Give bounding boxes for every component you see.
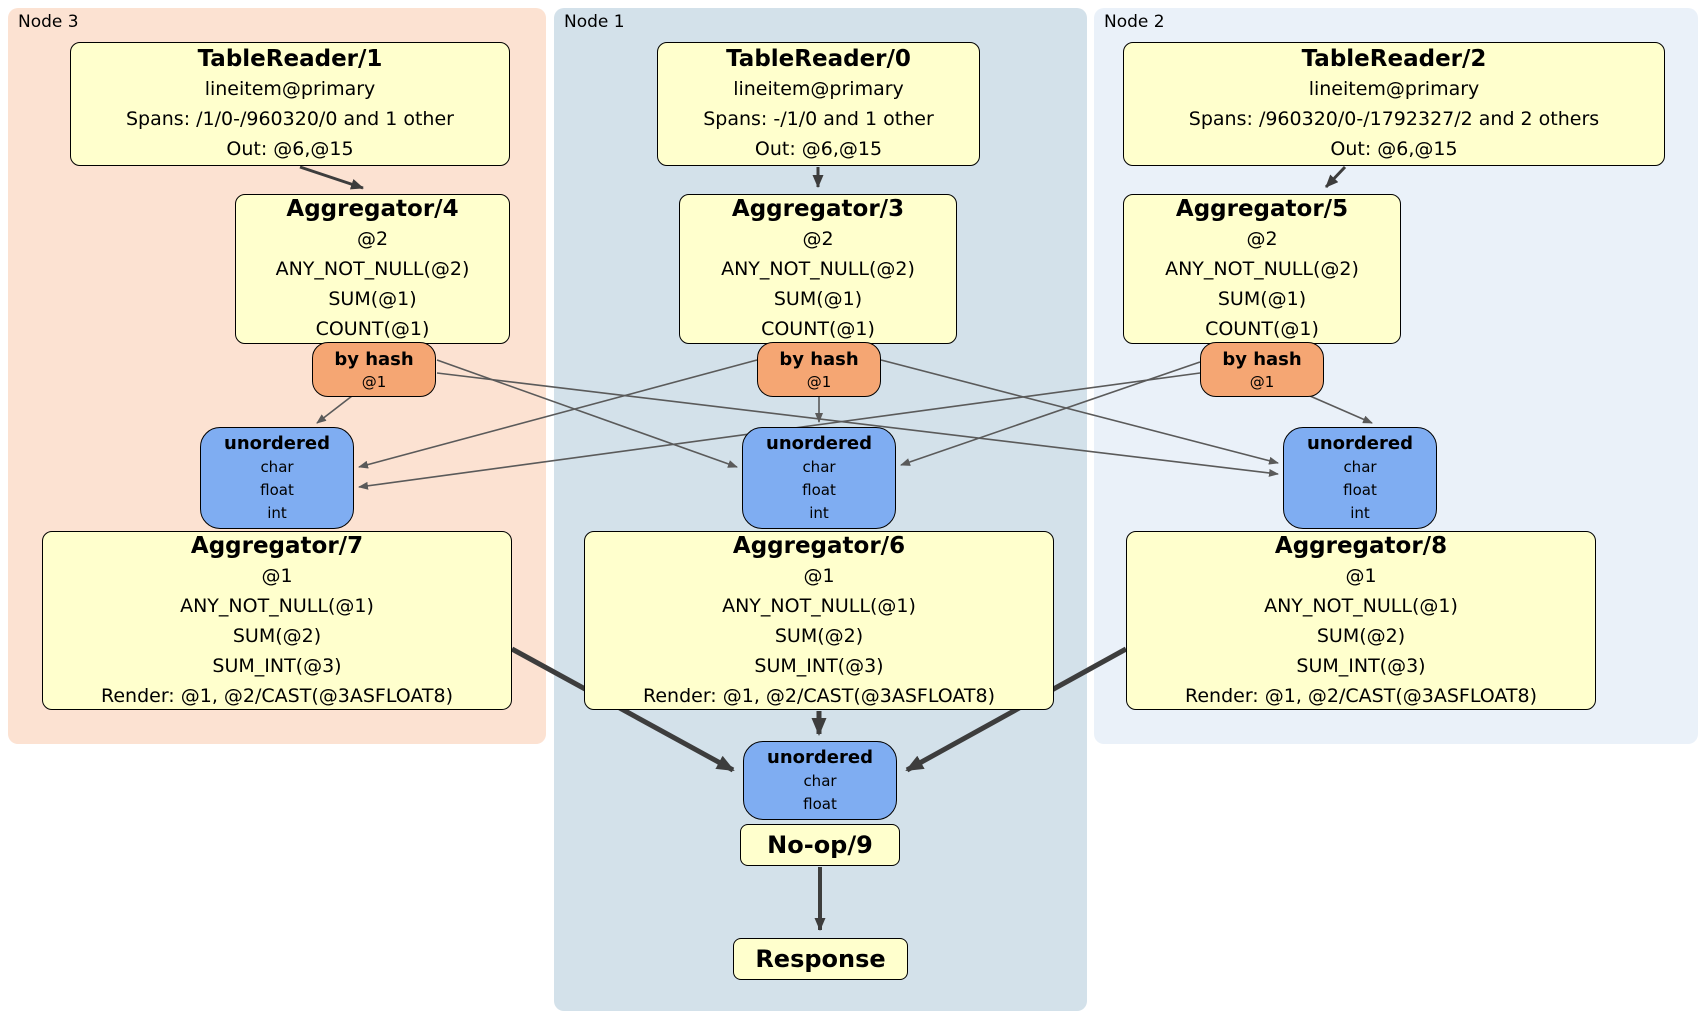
processor-title: Aggregator/4 (286, 196, 459, 222)
node-panel-3-label: Node 3 (18, 12, 79, 32)
processor-detail: Spans: -/1/0 and 1 other (703, 108, 934, 130)
processor-detail: ANY_NOT_NULL(@2) (721, 258, 915, 280)
processor-title: Aggregator/7 (190, 532, 364, 559)
sync-column: int (1350, 504, 1370, 522)
processor-detail: COUNT(@1) (315, 318, 430, 340)
processor-detail: @2 (356, 228, 389, 250)
processor-tablereader-0: TableReader/0 lineitem@primary Spans: -/… (657, 42, 980, 166)
sync-unordered-6: unordered char float int (742, 427, 896, 529)
processor-response: Response (733, 938, 908, 980)
processor-detail: SUM(@2) (232, 624, 322, 647)
processor-detail: Out: @6,@15 (754, 138, 883, 160)
processor-detail: Out: @6,@15 (226, 138, 354, 160)
processor-aggregator-5: Aggregator/5 @2 ANY_NOT_NULL(@2) SUM(@1)… (1123, 194, 1401, 344)
router-title: by hash (334, 348, 414, 370)
edge-hash5-sync8 (1309, 395, 1373, 424)
router-by-hash-3: by hash @1 (757, 342, 881, 397)
processor-detail: ANY_NOT_NULL(@2) (275, 258, 470, 280)
sync-column: float (1343, 481, 1377, 499)
processor-detail: Spans: /1/0-/960320/0 and 1 other (126, 108, 454, 130)
processor-detail: @2 (1246, 228, 1278, 250)
sync-column: float (260, 481, 294, 499)
sync-title: unordered (1307, 433, 1413, 454)
processor-detail: @1 (1345, 564, 1377, 587)
processor-detail: Out: @6,@15 (1330, 138, 1458, 160)
processor-title: Response (755, 945, 886, 973)
processor-detail: SUM(@1) (1217, 288, 1307, 310)
processor-aggregator-7: Aggregator/7 @1 ANY_NOT_NULL(@1) SUM(@2)… (42, 531, 512, 710)
processor-detail: Render: @1, @2/CAST(@3ASFLOAT8) (101, 684, 453, 707)
edge-hash5-sync6 (900, 361, 1201, 466)
processor-detail: @1 (803, 564, 835, 587)
router-detail: @1 (1249, 372, 1275, 391)
processor-detail: lineitem@primary (1308, 78, 1480, 100)
processor-title: No-op/9 (767, 831, 873, 859)
sync-column: int (267, 504, 287, 522)
sync-unordered-9: unordered char float (743, 741, 897, 820)
sync-unordered-8: unordered char float int (1283, 427, 1437, 529)
processor-aggregator-8: Aggregator/8 @1 ANY_NOT_NULL(@1) SUM(@2)… (1126, 531, 1596, 710)
processor-title: TableReader/1 (197, 46, 383, 72)
processor-detail: SUM(@2) (774, 624, 864, 647)
sync-column: char (260, 458, 294, 476)
processor-detail: Spans: /960320/0-/1792327/2 and 2 others (1188, 108, 1600, 130)
sync-title: unordered (224, 433, 330, 454)
sync-column: int (809, 504, 829, 522)
processor-detail: lineitem@primary (733, 78, 904, 100)
processor-aggregator-6: Aggregator/6 @1 ANY_NOT_NULL(@1) SUM(@2)… (584, 531, 1054, 710)
processor-title: Aggregator/8 (1274, 532, 1448, 559)
processor-detail: Render: @1, @2/CAST(@3ASFLOAT8) (1185, 684, 1537, 707)
sync-unordered-7: unordered char float int (200, 427, 354, 529)
edge-hash4-sync8 (436, 372, 1279, 477)
processor-detail: ANY_NOT_NULL(@1) (1264, 594, 1458, 617)
node-panel-1-label: Node 1 (564, 12, 625, 32)
sync-title: unordered (767, 747, 873, 768)
sync-title: unordered (766, 433, 872, 454)
edge-tablereader2-aggregator5 (1324, 165, 1347, 189)
processor-title: Aggregator/6 (732, 532, 906, 559)
sync-column: float (802, 481, 836, 499)
processor-detail: COUNT(@1) (1205, 318, 1319, 340)
processor-title: Aggregator/3 (731, 196, 905, 222)
processor-title: Aggregator/5 (1175, 196, 1349, 222)
processor-title: TableReader/2 (1301, 46, 1487, 72)
processor-detail: ANY_NOT_NULL(@2) (1165, 258, 1359, 280)
processor-noop-9: No-op/9 (740, 824, 900, 866)
processor-detail: SUM_INT(@3) (754, 654, 884, 677)
processor-detail: SUM(@1) (328, 288, 417, 310)
node-panel-2-label: Node 2 (1104, 12, 1165, 32)
processor-detail: SUM_INT(@3) (212, 654, 342, 677)
processor-tablereader-1: TableReader/1 lineitem@primary Spans: /1… (70, 42, 510, 166)
processor-detail: SUM_INT(@3) (1296, 654, 1426, 677)
edge-tablereader1-aggregator4 (299, 165, 364, 190)
sync-column: char (802, 458, 836, 476)
processor-aggregator-3: Aggregator/3 @2 ANY_NOT_NULL(@2) SUM(@1)… (679, 194, 957, 344)
processor-detail: lineitem@primary (204, 78, 376, 100)
processor-detail: SUM(@2) (1316, 624, 1406, 647)
processor-aggregator-4: Aggregator/4 @2 ANY_NOT_NULL(@2) SUM(@1)… (235, 194, 510, 344)
router-by-hash-4: by hash @1 (312, 342, 436, 397)
processor-title: TableReader/0 (726, 46, 911, 72)
processor-tablereader-2: TableReader/2 lineitem@primary Spans: /9… (1123, 42, 1665, 166)
processor-detail: SUM(@1) (773, 288, 863, 310)
processor-detail: @1 (261, 564, 293, 587)
edge-hash4-sync7 (316, 395, 353, 424)
edge-hash3-sync8 (880, 359, 1279, 465)
router-title: by hash (1222, 348, 1302, 370)
sync-column: char (1343, 458, 1377, 476)
sync-column: float (803, 795, 837, 813)
router-detail: @1 (361, 372, 387, 391)
processor-detail: COUNT(@1) (761, 318, 875, 340)
sync-column: char (803, 772, 837, 790)
edge-hash3-sync7 (358, 359, 758, 469)
processor-detail: ANY_NOT_NULL(@1) (180, 594, 374, 617)
processor-detail: Render: @1, @2/CAST(@3ASFLOAT8) (643, 684, 995, 707)
router-by-hash-5: by hash @1 (1200, 342, 1324, 397)
edge-hash4-sync6 (436, 359, 738, 468)
processor-detail: ANY_NOT_NULL(@1) (722, 594, 916, 617)
router-title: by hash (779, 348, 859, 370)
router-detail: @1 (806, 372, 832, 391)
processor-detail: @2 (802, 228, 834, 250)
